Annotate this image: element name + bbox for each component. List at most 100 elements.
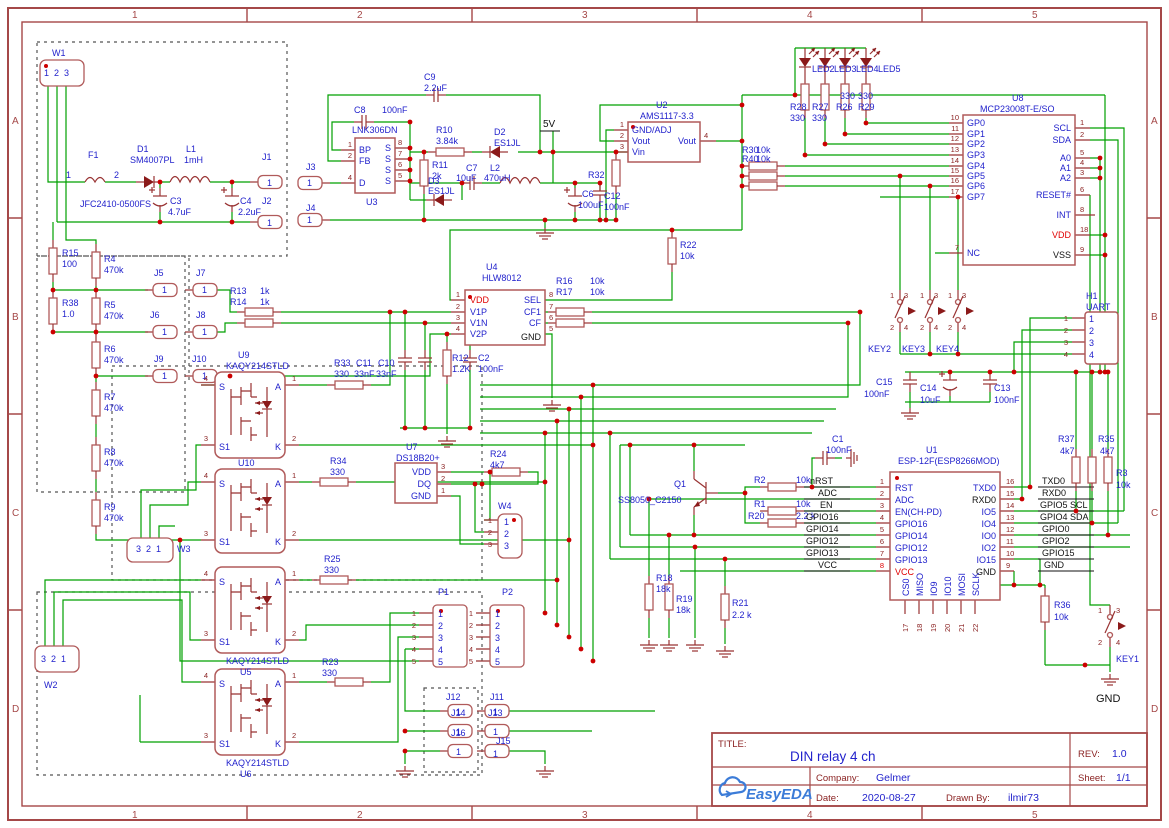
connector-J8[interactable] (184, 324, 218, 340)
value-R12: 1.2K (452, 364, 471, 374)
ref-R20: R20 (748, 511, 765, 521)
resistor-R34[interactable] (311, 477, 357, 487)
ic-U1-ESP12F[interactable] (889, 471, 1001, 601)
resistor-R15[interactable] (48, 239, 58, 283)
connector-J5[interactable] (144, 282, 178, 298)
connector-J6[interactable] (144, 324, 178, 340)
ic-U7-DS18B20[interactable] (394, 462, 438, 504)
connector-J10[interactable] (184, 368, 218, 384)
ic-U4-HLW8012[interactable] (464, 289, 546, 346)
resistor-R41[interactable] (740, 181, 786, 191)
svg-text:3: 3 (204, 529, 208, 538)
u4-pin-cf: CF (529, 318, 541, 328)
u1-num-11: 11 (1006, 537, 1014, 546)
ref-R34: R34 (330, 456, 347, 466)
ref-R6: R6 (104, 344, 116, 354)
frame-col-4-top: 4 (807, 10, 813, 21)
resistor-R18[interactable] (644, 575, 654, 619)
connector-W3[interactable] (126, 537, 174, 563)
ref-R16: R16 (556, 276, 573, 286)
resistor-R16[interactable] (547, 307, 593, 317)
resistor-R33[interactable] (326, 380, 372, 390)
resistor-R13[interactable] (236, 307, 282, 317)
ref-J16: J16 (451, 728, 466, 738)
ic-U3-LNK306DN[interactable] (354, 137, 396, 194)
u8-num-9: 9 (1080, 245, 1084, 254)
value-F1: JFC2410-0500FS (80, 199, 151, 209)
connector-J9[interactable] (144, 368, 178, 384)
inductor-L1[interactable] (169, 175, 211, 183)
capacitor-C15[interactable] (902, 371, 918, 393)
u2-num-2: 2 (620, 131, 624, 140)
resistor-R12[interactable] (442, 341, 452, 385)
capacitor-C11[interactable] (397, 349, 413, 371)
resistor-R25[interactable] (311, 575, 357, 585)
resistor-R5[interactable] (91, 289, 101, 333)
resistor-R14[interactable] (236, 318, 282, 328)
resistor-R36[interactable] (1040, 587, 1050, 631)
u8-num-3: 3 (1080, 168, 1084, 177)
w3-pin2: 2 (146, 544, 151, 554)
connector-J4[interactable] (297, 212, 331, 228)
connector-H1-UART[interactable] (1084, 311, 1119, 365)
connector-W1[interactable] (39, 59, 85, 87)
u4-pin-sel: SEL (524, 295, 541, 305)
connector-W2[interactable] (34, 645, 80, 673)
opto-pin-labels: 4S 3S1 1A 2K 4S 3S1 1A 2K 4S 3S1 1A 2K 4… (204, 374, 296, 749)
resistor-R32[interactable] (611, 151, 621, 195)
ic-U8-MCP23008[interactable] (962, 114, 1076, 266)
ref-W4: W4 (498, 501, 512, 511)
ref-R37: R37 (1058, 434, 1075, 444)
value-C2: 100nF (478, 364, 504, 374)
resistor-R10[interactable] (427, 147, 473, 157)
connector-J2[interactable] (249, 214, 283, 230)
net-gpio2: GPIO2 (1042, 536, 1070, 546)
svg-text:18: 18 (915, 624, 924, 632)
resistor-R7[interactable] (91, 381, 101, 425)
capacitor-C3[interactable] (148, 186, 168, 213)
u4-num-4: 4 (456, 324, 460, 333)
capacitor-C4[interactable] (220, 186, 240, 213)
value-R36: 10k (1054, 612, 1069, 622)
ic-U2-AMS1117[interactable] (627, 121, 701, 163)
transistor-Q1[interactable] (693, 470, 719, 516)
resistor-R22[interactable] (667, 229, 677, 273)
net-gpio13: GPIO13 (806, 548, 839, 558)
connector-J1[interactable] (249, 174, 283, 190)
net-label-underlines (540, 130, 1094, 572)
resistor-R11[interactable] (419, 151, 429, 195)
value-R3: 10k (1116, 480, 1131, 490)
value-R10: 3.84k (436, 136, 459, 146)
resistor-R9[interactable] (91, 491, 101, 535)
j11-pin: 1 (493, 727, 498, 737)
ref-U8: U8 (1012, 93, 1024, 103)
resistor-R17[interactable] (547, 318, 593, 328)
ref-C12: C12 (604, 191, 621, 201)
resistor-R23[interactable] (326, 677, 372, 687)
connector-P1[interactable] (432, 604, 468, 668)
resistor-R8[interactable] (91, 436, 101, 480)
connector-J3[interactable] (297, 175, 331, 191)
connector-J7[interactable] (184, 282, 218, 298)
connector-P2[interactable] (489, 604, 525, 668)
resistor-R38[interactable] (48, 289, 58, 333)
u1-num-9: 9 (1006, 561, 1010, 570)
value-U8: MCP23008T-E/SO (980, 104, 1055, 114)
ref-KEY1: KEY1 (1116, 654, 1139, 664)
ref-P2: P2 (502, 587, 513, 597)
value-R24: 4k7 (490, 460, 505, 470)
ref-J12: J12 (446, 692, 461, 702)
value-R22: 10k (680, 251, 695, 261)
ref-J9: J9 (154, 354, 164, 364)
connector-W4[interactable] (497, 513, 523, 559)
resistor-R6[interactable] (91, 333, 101, 377)
fuse-F1[interactable] (84, 176, 106, 183)
resistor-R35[interactable] (1087, 448, 1097, 492)
capacitor-C14[interactable] (938, 370, 958, 397)
resistor-R4[interactable] (91, 243, 101, 287)
resistor-R40[interactable] (740, 171, 786, 181)
resistor-R21[interactable] (720, 585, 730, 629)
u3-num-2: 2 (348, 151, 352, 160)
value-R26: 330 (840, 91, 855, 101)
